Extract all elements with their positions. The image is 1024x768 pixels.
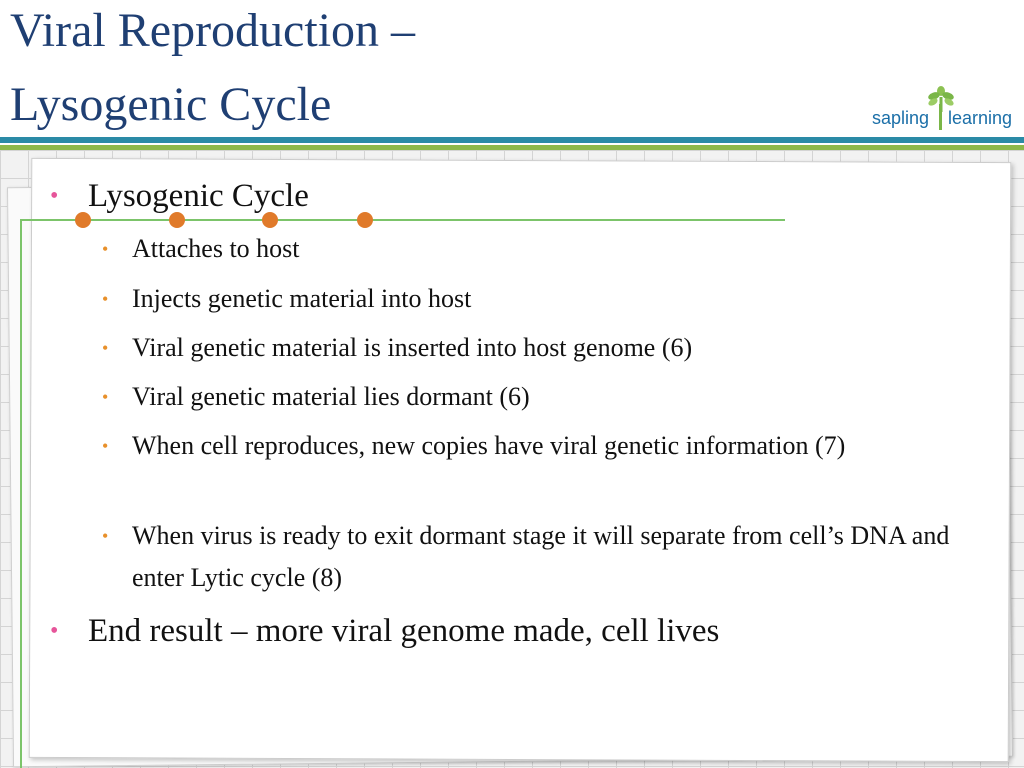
decor-vertical-line	[20, 219, 22, 768]
logo-word-learning: learning	[948, 108, 1013, 128]
sub-bullet-marker: •	[102, 239, 109, 259]
sub-bullet-marker: •	[102, 338, 109, 358]
sub-bullet-item: Viral genetic material is inserted into …	[132, 333, 693, 362]
bullet-lysogenic-cycle: Lysogenic Cycle	[88, 178, 309, 214]
sub-bullet-marker: •	[102, 289, 109, 309]
sapling-learning-logo: sapling learning	[872, 86, 1022, 132]
sub-bullet-item: Injects genetic material into host	[132, 284, 472, 313]
decor-horizontal-line	[20, 219, 785, 221]
decor-pin-dot	[262, 212, 278, 228]
header-band-blue	[0, 137, 1024, 143]
sub-bullet-item: Viral genetic material lies dormant (6)	[132, 382, 530, 411]
sub-bullet-marker: •	[102, 387, 109, 407]
sub-bullet-item: When cell reproduces, new copies have vi…	[132, 431, 846, 460]
decor-pin-dot	[357, 212, 373, 228]
decor-pin-dot	[75, 212, 91, 228]
bullet-marker: •	[50, 183, 59, 209]
slide-title: Viral Reproduction – Lysogenic Cycle	[10, 0, 415, 142]
bullet-marker: •	[50, 618, 59, 644]
sub-bullet-item: When virus is ready to exit dormant stag…	[132, 521, 950, 592]
header-band-green	[0, 145, 1024, 150]
logo-word-sapling: sapling	[872, 108, 930, 128]
sub-bullet-marker: •	[102, 436, 109, 456]
sub-bullet-item: Attaches to host	[132, 234, 300, 263]
logo-divider	[939, 104, 942, 130]
title-line-1: Viral Reproduction –	[10, 4, 416, 57]
bullet-end-result: End result – more viral genome made, cel…	[88, 613, 720, 649]
decor-pin-dot	[169, 212, 185, 228]
sub-bullet-marker: •	[102, 526, 109, 546]
title-line-2: Lysogenic Cycle	[10, 78, 332, 131]
